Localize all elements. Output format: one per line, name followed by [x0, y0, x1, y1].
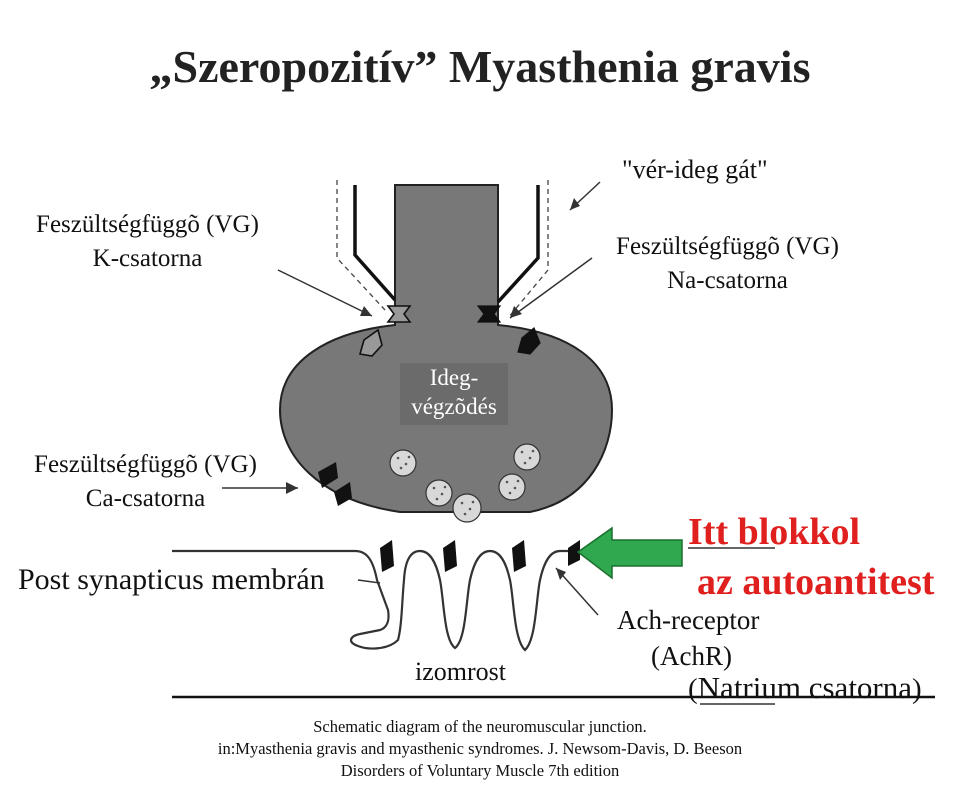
postsynaptic-membrane — [172, 549, 580, 652]
vg-na-line1: Feszültségfüggõ (VG) — [616, 233, 839, 260]
ideg-line2: végzõdés — [411, 394, 497, 419]
vg-k-line2: K-csatorna — [92, 245, 203, 272]
natrium-paren-open: ( — [688, 673, 698, 705]
vg-ca-channel-label: Feszültségfüggõ (VG) Ca-csatorna — [8, 448, 283, 516]
source-caption: Schematic diagram of the neuromuscular j… — [0, 716, 960, 782]
k-channel-icon — [358, 305, 412, 357]
ver-ideg-label: "vér-ideg gát" — [622, 155, 768, 184]
arrow-heads — [286, 198, 580, 580]
vg-ca-line2: Ca-csatorna — [85, 485, 206, 512]
muscle-fiber-label: izomrost — [415, 657, 506, 686]
vg-na-channel-label: Feszültségfüggõ (VG) Na-csatorna — [590, 230, 865, 298]
green-block-arrow — [576, 526, 683, 580]
achr-label-line2: (AchR) — [651, 641, 732, 671]
barrier-right-dashed — [507, 180, 549, 319]
vg-k-channel-label: Feszültségfüggõ (VG) K-csatorna — [10, 208, 285, 276]
sheath-left — [353, 185, 397, 302]
ideg-line1: Ideg- — [429, 365, 479, 390]
natrium-paren-close: ) — [912, 673, 922, 705]
caption-line3: Disorders of Voluntary Muscle 7th editio… — [340, 761, 620, 780]
autoantibody-label: az autoantitest — [697, 561, 935, 603]
vesicle-dots — [396, 449, 535, 516]
caption-line1: Schematic diagram of the neuromuscular j… — [313, 717, 647, 736]
natrium-channel-label: (Natrium csatorna) — [688, 670, 922, 706]
achr-receptor-icon — [380, 540, 580, 572]
ca-channel-icon — [318, 462, 352, 506]
postsynaptic-membrane-label: Post synapticus membrán — [18, 563, 325, 596]
synaptic-vesicles — [389, 443, 541, 523]
caption-line2: in:Myasthenia gravis and myasthenic synd… — [217, 739, 743, 758]
nerve-ending-label: Ideg- végzõdés — [400, 363, 508, 425]
page-title: „Szeropozitív” Myasthenia gravis — [149, 41, 811, 92]
natrium-text: Natrium csatorna — [697, 670, 913, 705]
block-site-label: Itt blokkol — [688, 511, 861, 553]
sheath-right — [496, 185, 540, 304]
achr-label-line1: Ach-receptor — [617, 605, 760, 635]
barrier-left-dashed — [336, 180, 386, 311]
vg-na-line2: Na-csatorna — [667, 267, 788, 294]
vg-k-line1: Feszültségfüggõ (VG) — [36, 211, 259, 238]
na-channel-icon — [476, 305, 541, 355]
nerve-terminal — [278, 184, 614, 513]
vg-ca-line1: Feszültségfüggõ (VG) — [34, 451, 257, 478]
